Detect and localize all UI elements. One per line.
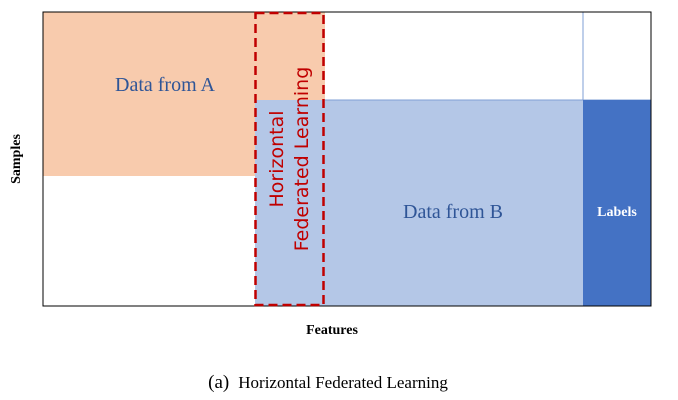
caption-prefix: (a) [208, 372, 229, 393]
x-axis-label: Features [306, 323, 358, 338]
hfl-label-line2: Federated Learning [291, 67, 313, 252]
labels-column-label: Labels [597, 205, 637, 220]
figure-caption: (a) Horizontal Federated Learning [208, 372, 448, 393]
hfl-dashed-box [254, 11, 325, 307]
labels-column [583, 100, 651, 306]
data-from-b-label: Data from B [403, 201, 503, 223]
hfl-vertical-label: Horizontal Federated Learning [266, 67, 313, 252]
y-axis-label: Samples [9, 134, 24, 184]
caption-text: Horizontal Federated Learning [238, 373, 448, 392]
data-from-b-region [255, 100, 583, 306]
feature-space-frame [42, 11, 652, 307]
hfl-label-line1: Horizontal [266, 110, 288, 207]
data-from-a-label: Data from A [115, 74, 216, 96]
